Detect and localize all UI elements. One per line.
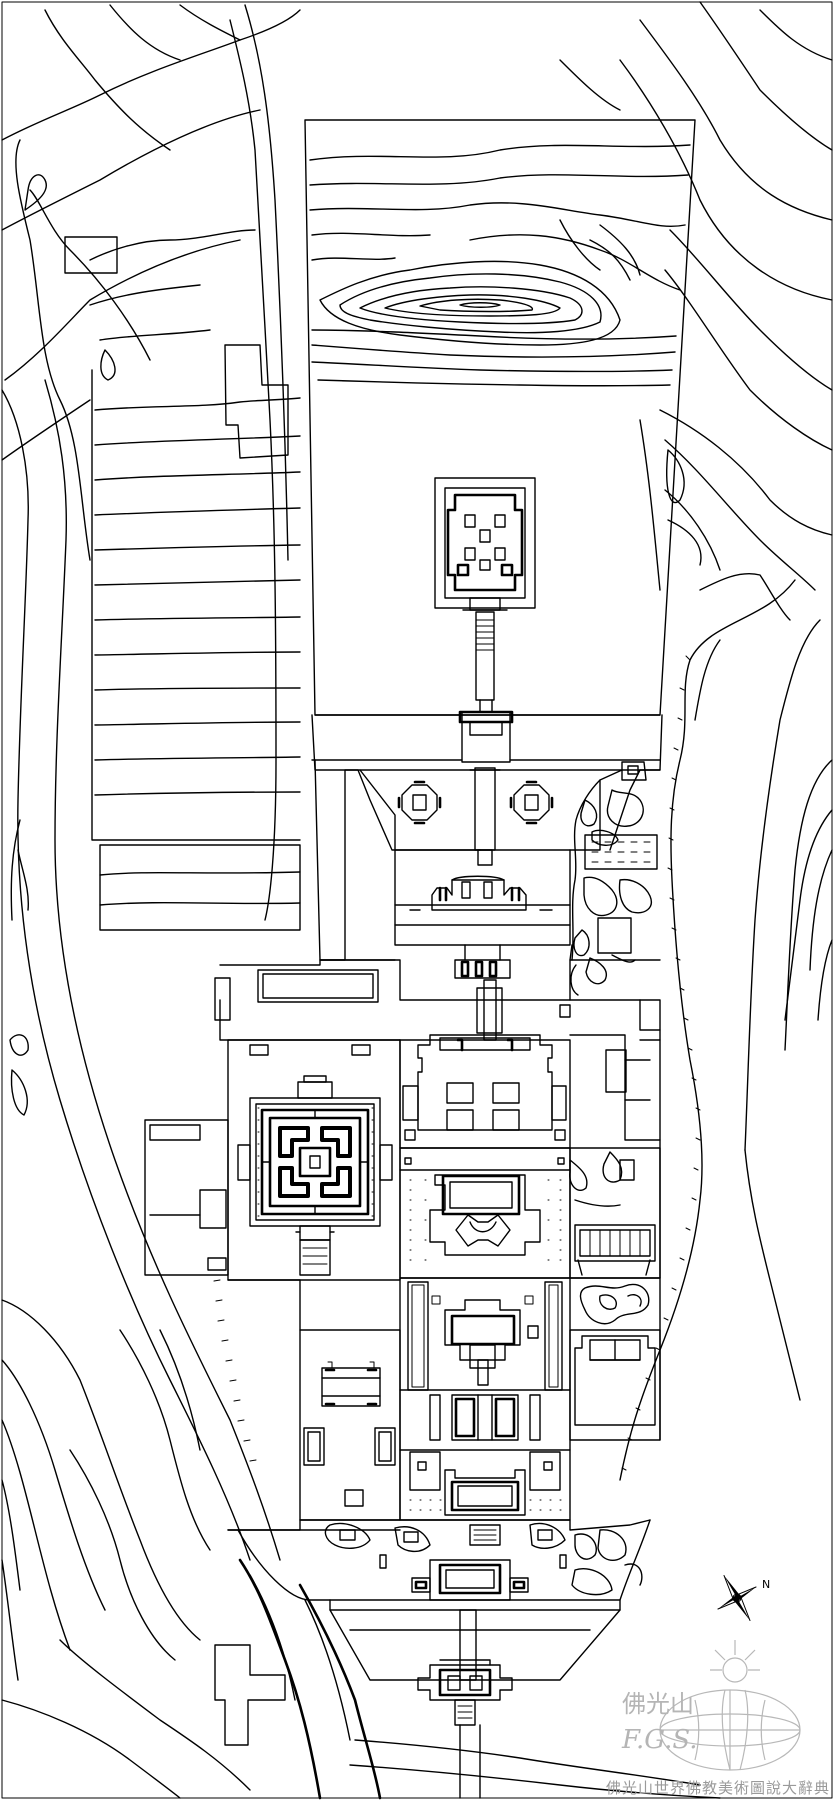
pavilion-court bbox=[314, 759, 661, 961]
lower-central-halls bbox=[399, 1277, 571, 1521]
fgs-watermark-logo bbox=[659, 1640, 801, 1771]
south-entrance-pavilion bbox=[417, 1659, 513, 1799]
watermark-chinese-name: 佛光山 bbox=[622, 1690, 694, 1718]
rock-garden-upper bbox=[570, 761, 658, 996]
right-cliff-band bbox=[213, 579, 833, 1481]
right-terrain-contours bbox=[559, 1, 833, 1401]
compass-north-label: N bbox=[762, 1578, 770, 1591]
lower-left-contours bbox=[1, 1299, 251, 1799]
lecture-courtyard bbox=[399, 1147, 571, 1279]
watermark-latin-name: F.G.S. bbox=[621, 1725, 698, 1755]
north-south-axis bbox=[319, 699, 573, 961]
compass-rose bbox=[717, 1574, 757, 1622]
upper-hall bbox=[434, 477, 536, 701]
south-gate-hall bbox=[329, 1559, 621, 1681]
left-mandala-complex bbox=[144, 1039, 401, 1281]
lower-left-annex bbox=[227, 1279, 401, 1531]
approach-road bbox=[214, 1558, 721, 1800]
upper-enclosure bbox=[304, 119, 696, 716]
central-hall-north bbox=[394, 849, 571, 979]
upper-gate bbox=[311, 710, 663, 771]
central-main-hall bbox=[399, 1034, 571, 1149]
right-buildings bbox=[569, 1147, 661, 1441]
southern-garden bbox=[237, 1519, 651, 1601]
middle-band bbox=[214, 959, 661, 1441]
left-terraces bbox=[91, 369, 301, 931]
left-terrain-contours bbox=[1, 4, 301, 921]
watermark-caption: 佛光山世界佛教美術圖說大辭典 bbox=[605, 1779, 830, 1797]
left-river bbox=[1, 379, 281, 1561]
